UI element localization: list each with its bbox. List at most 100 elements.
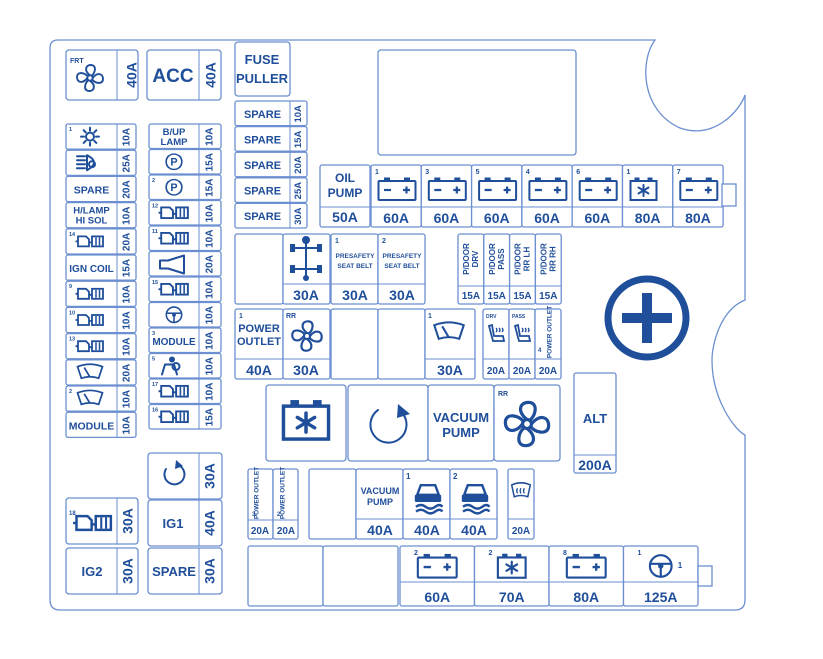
vacuum40-amp: 40A	[367, 522, 393, 538]
fuse-esc-2[interactable]: 2 40A	[449, 468, 498, 540]
ecu-18-amp: 30A	[120, 508, 136, 534]
fuse-top-num: 1	[375, 169, 379, 176]
fuse-seat-heater-pass[interactable]: PASS 20A	[508, 308, 536, 380]
seatbelt2-amp: 30A	[389, 287, 415, 303]
fuse-a-amp: 15A	[122, 259, 133, 277]
fuse-presafety-seatbelt-1[interactable]: 1 PRESAFETY SEAT BELT 30A	[330, 233, 379, 305]
fuse-spare-30[interactable]: SPARE 30A	[147, 547, 223, 595]
fuse-b-8[interactable]: 10A	[148, 301, 222, 328]
fuse-alt[interactable]: ALT 200A	[573, 372, 617, 474]
fuse-frt[interactable]: FRT 40A	[65, 49, 140, 101]
alt-label: ALT	[583, 411, 607, 426]
fuse-rear-defog[interactable]: 20A	[507, 468, 535, 540]
relay-rr-fan[interactable]: RR	[493, 384, 561, 462]
pdoor-line2: PASS	[497, 248, 506, 270]
fuse-rr-fan[interactable]: RR 30A	[282, 308, 331, 380]
fuse-puller[interactable]: FUSE PULLER	[234, 41, 291, 97]
fuse-power-outlet-4[interactable]: 4 POWER OUTLET 20A	[534, 306, 562, 380]
fuse-bottom-num: 8	[563, 550, 567, 557]
fuse-a-label: SPARE	[74, 185, 109, 197]
relay-vacuum-pump[interactable]: VACUUM PUMP	[427, 384, 495, 462]
seatbelt2-num: 2	[382, 238, 386, 245]
fuse-b-2[interactable]: 15A	[148, 148, 222, 175]
fuse-top-num: 3	[425, 169, 429, 176]
bottom-row-end-tab	[697, 565, 713, 587]
fuse-b-label: MODULE	[152, 337, 196, 348]
fuse-ecu-18[interactable]: 18 30A	[65, 497, 139, 545]
fuse-oil-pump[interactable]: OIL PUMP 50A	[319, 164, 371, 228]
spare-amp: 20A	[293, 156, 304, 174]
pdoor-line2: RR LH	[523, 247, 532, 272]
fuse-puller-line1: FUSE	[245, 52, 280, 67]
spare-amp: 10A	[293, 105, 304, 123]
relay-restart[interactable]	[347, 384, 429, 462]
fuse-power-outlet-1[interactable]: 1 POWER OUTLET 40A	[234, 308, 284, 380]
fuse-a-amp: 10A	[122, 416, 133, 434]
fuse-a-10[interactable]: 20A	[65, 359, 137, 386]
fuse-seat-heater-drv[interactable]: DRV 20A	[482, 308, 510, 380]
fuse-b-amp: 15A	[205, 153, 216, 171]
fuse-power-outlet-3[interactable]: POWER OUTLET 3 20A	[247, 467, 274, 540]
fuse-ig1-restart[interactable]: 30A	[147, 452, 223, 500]
relay-alternator[interactable]	[265, 384, 347, 462]
fuse-presafety-seatbelt-2[interactable]: 2 PRESAFETY SEAT BELT 30A	[377, 233, 426, 305]
fuse-acc[interactable]: ACC 40A	[146, 49, 222, 101]
defog-amp: 20A	[512, 526, 530, 537]
fuse-a-2[interactable]: 25A	[65, 149, 137, 177]
fuse-wiper-30[interactable]: 1 30A	[424, 308, 476, 380]
fuse-vacuum-pump-40[interactable]: VACUUM PUMP 40A	[355, 468, 404, 540]
fuse-power-outlet-2[interactable]: POWER OUTLET 2 20A	[272, 467, 299, 540]
fuse-b-num: 12	[152, 204, 158, 210]
fuse-ig2[interactable]: IG2 30A	[65, 547, 139, 595]
pdoor-line1: P/DOOR	[540, 243, 549, 275]
fuse-ig1[interactable]: IG1 40A	[147, 499, 223, 547]
seatbelt1-num: 1	[335, 238, 339, 245]
fuse-b-6[interactable]: 20A	[148, 250, 222, 277]
fuse-awd[interactable]: 30A	[282, 233, 331, 305]
fuse-esc-1[interactable]: 1 40A	[402, 468, 451, 540]
fuse-top-amp: 80A	[685, 210, 711, 226]
